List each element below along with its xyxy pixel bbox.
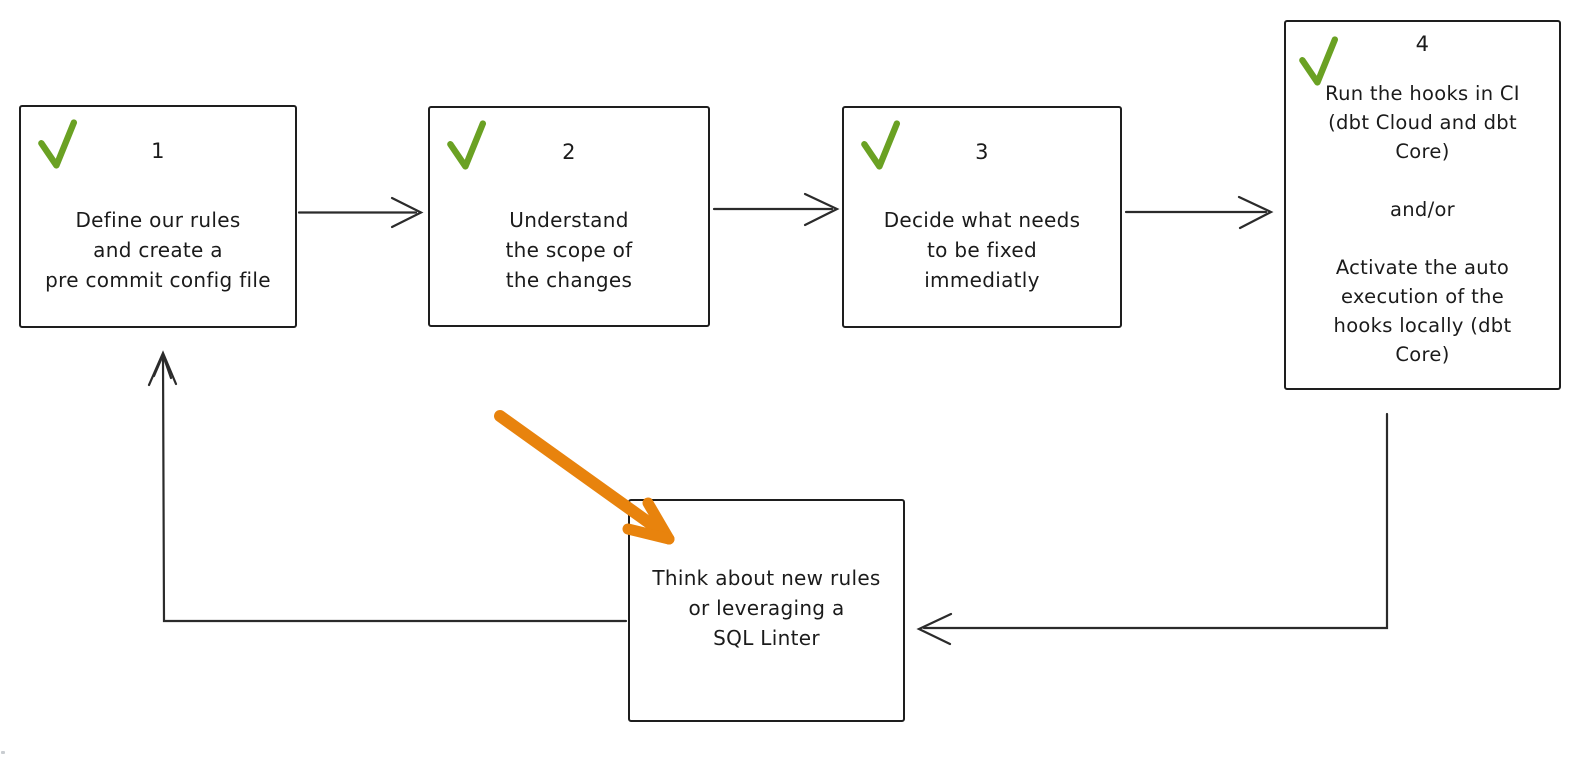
checkmark-icon bbox=[1299, 36, 1339, 86]
arrow-step1-to-step2 bbox=[297, 196, 424, 229]
step-4-number: 4 bbox=[1415, 32, 1430, 56]
feedback-box-label: Think about new rules or leveraging a SQ… bbox=[652, 565, 881, 650]
arrow-step4-to-feedback bbox=[916, 412, 1389, 646]
checkmark-icon bbox=[38, 119, 78, 169]
step-3-number: 3 bbox=[975, 140, 989, 164]
step-2-number: 2 bbox=[562, 140, 576, 164]
step-box-1: 1 Define our rules and create a pre comm… bbox=[19, 105, 297, 328]
step-3-header: 3 bbox=[844, 108, 1120, 180]
step-4-label: Run the hooks in CI (dbt Cloud and dbt C… bbox=[1325, 82, 1520, 366]
step-2-header: 2 bbox=[430, 108, 708, 180]
step-1-number: 1 bbox=[151, 139, 165, 163]
arrow-step3-to-step4 bbox=[1124, 195, 1274, 230]
checkmark-icon bbox=[861, 120, 901, 170]
step-box-2: 2 Understand the scope of the changes bbox=[428, 106, 710, 327]
arrow-feedback-to-step1 bbox=[147, 350, 628, 623]
step-1-label: Define our rules and create a pre commit… bbox=[45, 207, 271, 292]
step-4-header: 4 bbox=[1286, 22, 1559, 86]
arrow-step2-to-step3 bbox=[712, 192, 840, 227]
step-1-header: 1 bbox=[21, 107, 295, 179]
checkmark-icon bbox=[447, 120, 487, 170]
step-box-4: 4 Run the hooks in CI (dbt Cloud and dbt… bbox=[1284, 20, 1561, 390]
feedback-box: Think about new rules or leveraging a SQ… bbox=[628, 499, 905, 722]
step-box-3: 3 Decide what needs to be fixed immediat… bbox=[842, 106, 1122, 328]
step-2-label: Understand the scope of the changes bbox=[505, 207, 633, 292]
corner-artifact bbox=[1, 751, 5, 754]
step-3-label: Decide what needs to be fixed immediatly bbox=[883, 208, 1081, 292]
